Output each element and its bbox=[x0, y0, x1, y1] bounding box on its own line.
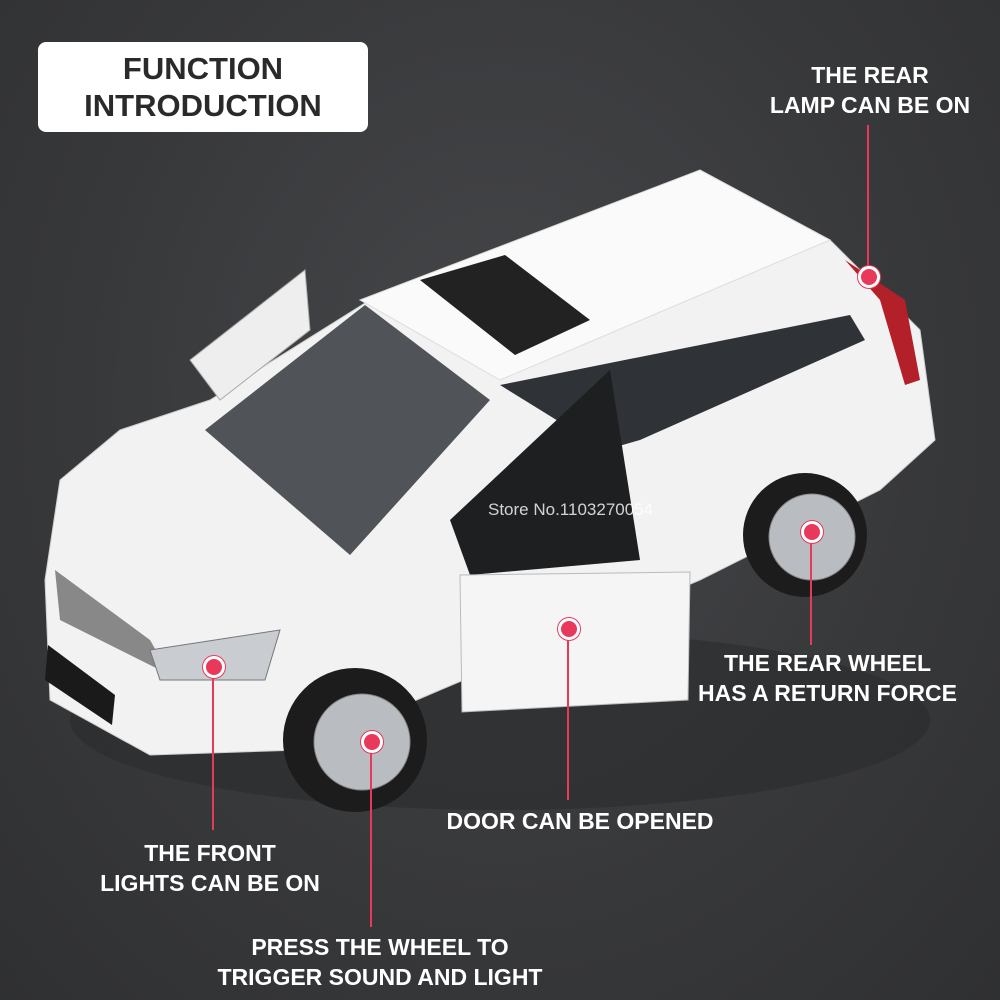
callout-text: PRESS THE WHEEL TO bbox=[251, 934, 509, 960]
door-callout-line bbox=[567, 628, 569, 800]
rear-wheel-marker-icon bbox=[801, 521, 823, 543]
front-lights-marker-icon bbox=[203, 656, 225, 678]
callout-text: THE REAR WHEEL bbox=[724, 650, 931, 676]
function-introduction-label: FUNCTION INTRODUCTION bbox=[38, 42, 368, 132]
callout-text: LAMP CAN BE ON bbox=[769, 92, 971, 118]
rear-lamp-marker-icon bbox=[858, 266, 880, 288]
callout-text: THE REAR bbox=[811, 62, 929, 88]
door-callout: DOOR CAN BE OPENED bbox=[425, 806, 735, 836]
callout-text: DOOR CAN BE OPENED bbox=[446, 808, 714, 834]
callout-text: HAS A RETURN FORCE bbox=[698, 680, 957, 706]
store-watermark: Store No.1103270054 bbox=[488, 500, 654, 519]
rear-lamp-callout-line bbox=[867, 125, 869, 275]
wheel-press-callout: PRESS THE WHEEL TO TRIGGER SOUND AND LIG… bbox=[195, 932, 565, 992]
title-line-1: FUNCTION bbox=[122, 51, 284, 86]
callout-text: TRIGGER SOUND AND LIGHT bbox=[217, 964, 543, 990]
callout-text: THE FRONT bbox=[144, 840, 276, 866]
wheel-press-marker-icon bbox=[361, 731, 383, 753]
front-lights-callout-line bbox=[212, 665, 214, 830]
wheel-press-callout-line bbox=[370, 742, 372, 927]
title-line-2: INTRODUCTION bbox=[84, 88, 322, 123]
callout-text: LIGHTS CAN BE ON bbox=[100, 870, 320, 896]
rear-lamp-callout: THE REAR LAMP CAN BE ON bbox=[755, 60, 985, 120]
door-marker-icon bbox=[558, 618, 580, 640]
front-lights-callout: THE FRONT LIGHTS CAN BE ON bbox=[80, 838, 340, 898]
rear-wheel-callout-line bbox=[810, 530, 812, 645]
rear-wheel-callout: THE REAR WHEEL HAS A RETURN FORCE bbox=[680, 648, 975, 708]
